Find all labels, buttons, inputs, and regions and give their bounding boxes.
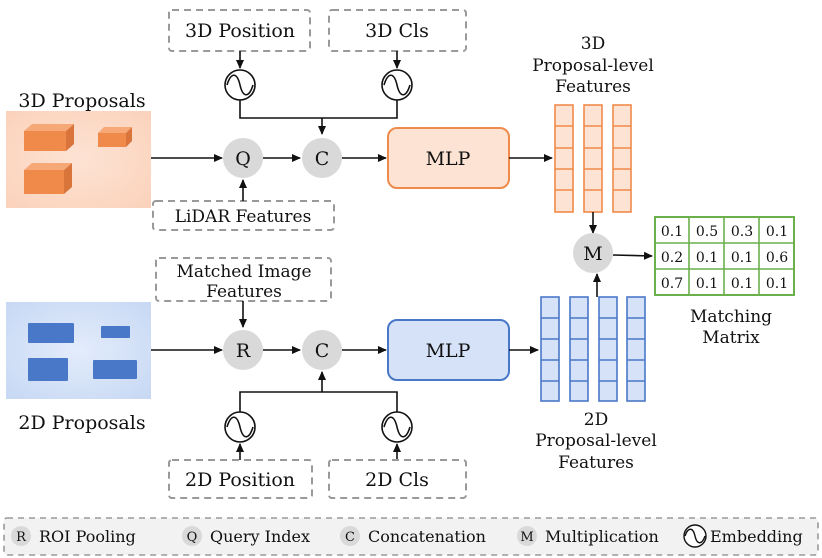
feature-column — [583, 104, 603, 213]
2d-feature-columns — [540, 296, 646, 402]
matrix-cell: 0.6 — [766, 250, 788, 266]
concatenation-node — [302, 138, 342, 178]
r-node-label: R — [236, 340, 251, 362]
legend-r-symbol-label: R — [16, 530, 27, 545]
legend-concatenation: Concatenation — [368, 527, 486, 546]
legend-q-symbol-label: Q — [187, 530, 198, 545]
mlp-2d-label: MLP — [426, 340, 471, 362]
legend: R ROI Pooling Q Query Index C Concatenat… — [3, 517, 819, 556]
matrix-cell: 0.1 — [696, 276, 718, 292]
feature-column — [569, 296, 589, 402]
matrix-cell: 0.1 — [766, 224, 788, 240]
legend-embedding: Embedding — [710, 527, 803, 546]
2d-proposals-image — [6, 302, 151, 399]
2d-position-label: 2D Position — [185, 469, 295, 491]
matrix-cell: 0.1 — [766, 276, 788, 292]
matching-matrix: 0.1 0.5 0.3 0.1 0.2 0.1 0.1 0.6 0.7 0.1 … — [654, 216, 795, 296]
concatenation-node — [302, 330, 342, 370]
2d-cls-box: 2D Cls — [328, 459, 467, 499]
legend-q-symbol — [182, 526, 202, 546]
embedding-icon — [683, 524, 707, 548]
3d-proposals-label: 3D Proposals — [18, 90, 145, 112]
legend-query-index: Query Index — [210, 527, 310, 546]
3d-proposals-image — [6, 111, 151, 208]
3d-feature-columns — [554, 104, 632, 213]
feature-column — [598, 296, 618, 402]
2d-proposals-label: 2D Proposals — [18, 412, 145, 434]
mlp-2d: MLP — [387, 319, 510, 381]
embedding-icon — [224, 411, 256, 443]
query-index-node — [223, 138, 263, 178]
legend-multiplication: Multiplication — [545, 527, 659, 546]
matrix-cell: 0.5 — [696, 224, 718, 240]
q-node-label: Q — [235, 148, 251, 170]
3d-features-title-3: Features — [555, 77, 631, 97]
embedding-icon — [381, 411, 413, 443]
2d-position-box: 2D Position — [168, 459, 313, 499]
lidar-features-box: LiDAR Features — [152, 200, 335, 231]
feature-column — [554, 104, 574, 213]
matrix-cell: 0.1 — [731, 250, 753, 266]
matrix-cell: 0.1 — [661, 224, 683, 240]
lidar-features-label: LiDAR Features — [175, 207, 312, 227]
feature-column — [540, 296, 560, 402]
matched-features-line-1: Matched Image — [176, 262, 311, 282]
matching-matrix-label-1: Matching — [690, 307, 772, 327]
2d-features-title-1: 2D — [584, 410, 608, 430]
3d-cls-label: 3D Cls — [365, 20, 429, 42]
c-node-label: C — [315, 340, 330, 362]
3d-features-title-1: 3D — [581, 34, 605, 54]
2d-features-title-2: Proposal-level — [535, 431, 657, 451]
roi-pooling-node — [223, 330, 263, 370]
matching-matrix-label-2: Matrix — [702, 328, 760, 348]
embedding-icon — [381, 69, 413, 101]
matched-image-features-box: Matched Image Features — [155, 257, 332, 302]
2d-cls-label: 2D Cls — [365, 469, 429, 491]
mlp-3d-label: MLP — [426, 148, 471, 170]
legend-c-symbol — [340, 526, 360, 546]
legend-roi-pooling: ROI Pooling — [39, 527, 136, 546]
c-node-label: C — [315, 148, 330, 170]
matched-features-line-2: Features — [206, 282, 282, 302]
matrix-cell: 0.7 — [661, 276, 683, 292]
m-node-label: M — [583, 243, 602, 265]
3d-position-box: 3D Position — [168, 9, 311, 52]
3d-features-title-2: Proposal-level — [532, 56, 654, 76]
multiplication-node — [573, 233, 613, 273]
3d-position-label: 3D Position — [185, 20, 295, 42]
legend-c-symbol-label: C — [345, 530, 355, 545]
2d-features-title-3: Features — [558, 453, 634, 473]
legend-m-symbol-label: M — [520, 530, 533, 545]
matrix-cell: 0.3 — [731, 224, 753, 240]
embedding-icon — [224, 69, 256, 101]
matrix-cell: 0.1 — [696, 250, 718, 266]
legend-r-symbol — [11, 526, 31, 546]
3d-cls-box: 3D Cls — [328, 9, 467, 52]
feature-column — [612, 104, 632, 213]
matrix-cell: 0.2 — [661, 250, 683, 266]
mlp-3d: MLP — [387, 127, 510, 189]
legend-m-symbol — [517, 526, 537, 546]
matrix-cell: 0.1 — [731, 276, 753, 292]
feature-column — [626, 296, 646, 402]
